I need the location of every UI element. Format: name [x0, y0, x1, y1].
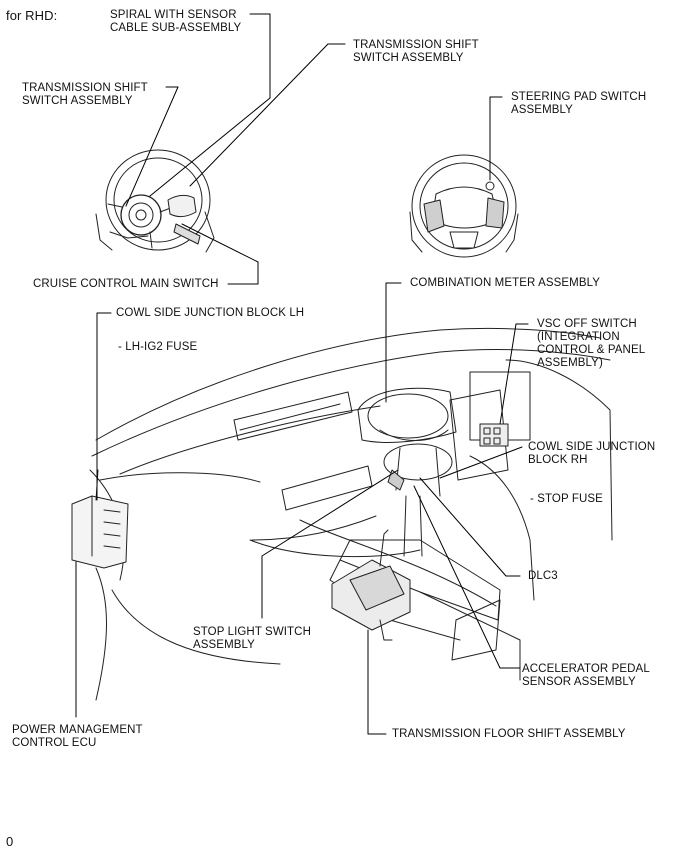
label-steering-pad-switch: STEERING PAD SWITCH ASSEMBLY [511, 91, 647, 116]
label-spiral-cable: SPIRAL WITH SENSOR CABLE SUB-ASSEMBLY [110, 9, 242, 34]
floor-shift-illustration [331, 529, 411, 641]
footer-number: 0 [6, 834, 14, 849]
header-for-rhd: for RHD: [6, 8, 58, 23]
label-transmission-shift-switch-left: TRANSMISSION SHIFT SWITCH ASSEMBLY [22, 82, 148, 107]
instrument-panel-illustration [89, 327, 613, 701]
label-cowl-side-junction-block-lh: COWL SIDE JUNCTION BLOCK LH [116, 307, 305, 319]
label-combination-meter: COMBINATION METER ASSEMBLY [410, 277, 601, 289]
label-accelerator-pedal-sensor: ACCELERATOR PEDAL SENSOR ASSEMBLY [522, 663, 650, 688]
combination-meter-illustration [357, 387, 457, 557]
label-transmission-shift-switch-right: TRANSMISSION SHIFT SWITCH ASSEMBLY [353, 39, 479, 64]
label-vsc-off-switch: VSC OFF SWITCH (INTEGRATION CONTROL & PA… [537, 318, 646, 369]
label-dlc3: DLC3 [528, 570, 558, 582]
label-transmission-floor-shift: TRANSMISSION FLOOR SHIFT ASSEMBLY [392, 728, 626, 740]
label-stop-fuse: - STOP FUSE [530, 493, 603, 505]
label-cruise-control-main-switch: CRUISE CONTROL MAIN SWITCH [33, 278, 219, 290]
label-cowl-side-junction-block-rh: COWL SIDE JUNCTION BLOCK RH [528, 441, 656, 466]
label-lh-ig2-fuse: - LH-IG2 FUSE [118, 341, 198, 353]
label-power-management-control-ecu: POWER MANAGEMENT CONTROL ECU [12, 724, 143, 749]
steering-wheel-left-illustration [95, 149, 215, 253]
power-mgmt-ecu-illustration [71, 469, 129, 569]
steering-wheel-right-illustration [409, 154, 519, 258]
leader-lines [75, 13, 529, 735]
label-stop-light-switch: STOP LIGHT SWITCH ASSEMBLY [193, 626, 311, 651]
